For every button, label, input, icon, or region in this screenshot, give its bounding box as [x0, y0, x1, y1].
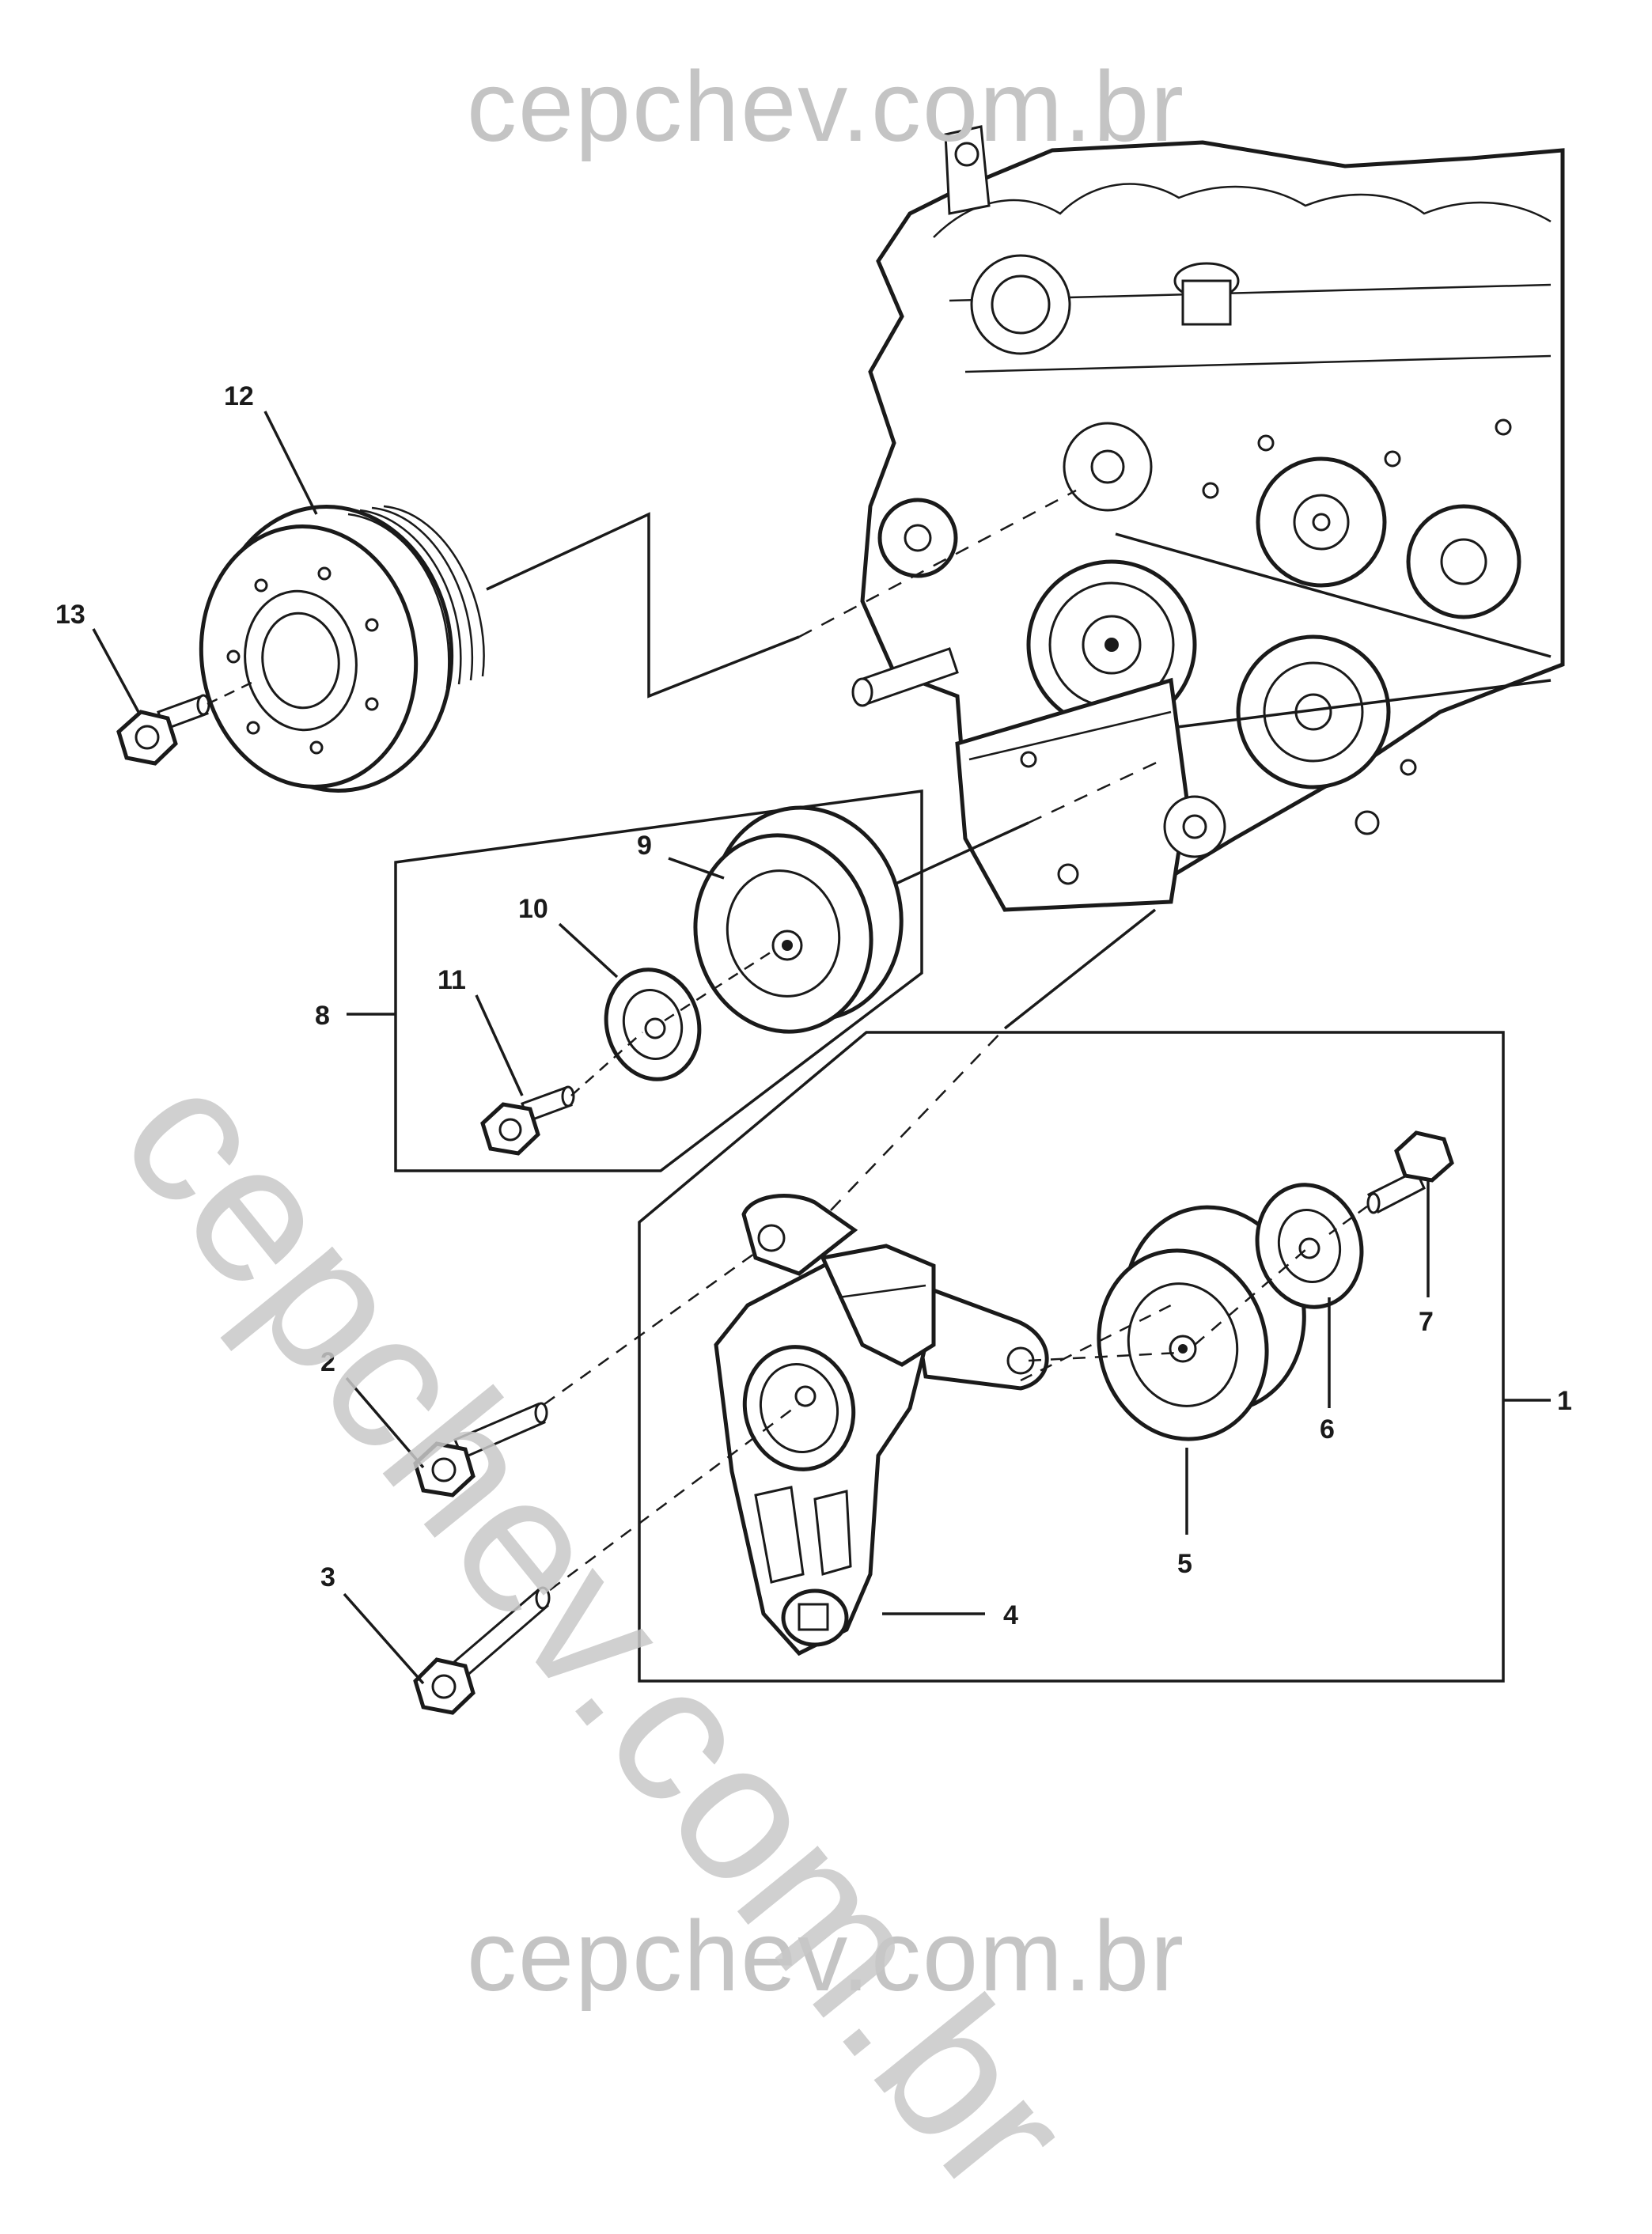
tensioner-pulley-cover [1255, 1183, 1364, 1309]
callout-10: 10 [518, 894, 548, 924]
tensioner-bolt-lower [413, 1403, 800, 1715]
callout-11: 11 [438, 965, 466, 995]
watermark-bottom: cepchev.com.br [466, 1900, 1186, 2012]
callout-2: 2 [320, 1347, 335, 1377]
callout-7: 7 [1419, 1307, 1434, 1337]
callout-1: 1 [1557, 1386, 1572, 1416]
callout-labels: 1 2 3 4 5 6 7 8 9 10 11 12 13 [55, 381, 1572, 1630]
tensioner-pulley-bolt [1328, 1130, 1454, 1236]
callout-4: 4 [1003, 1600, 1018, 1630]
tensioner-pulley [1097, 1205, 1306, 1441]
callout-pointers [92, 411, 1430, 1685]
engine-assembly [851, 125, 1565, 912]
watermark-top: cepchev.com.br [466, 51, 1186, 162]
callout-6: 6 [1320, 1414, 1335, 1445]
leader-lines [347, 489, 1551, 1683]
idler-pulley-cover [604, 948, 776, 1081]
crank-pulley [199, 505, 485, 793]
callout-8: 8 [315, 1001, 330, 1031]
idler-pulley [693, 805, 904, 1034]
callout-13: 13 [55, 600, 85, 630]
belt-tensioner [714, 1194, 1049, 1657]
exploded-parts-diagram: 1 2 3 4 5 6 7 8 9 10 11 12 13 [55, 125, 1572, 1715]
callout-3: 3 [320, 1562, 335, 1592]
callout-9: 9 [637, 831, 652, 861]
callout-12: 12 [224, 381, 254, 411]
crank-pulley-bolt [116, 680, 254, 766]
idler-pulley-bolt [480, 1032, 643, 1156]
tensioner-bolt-upper [413, 1248, 760, 1498]
callout-5: 5 [1177, 1549, 1192, 1579]
